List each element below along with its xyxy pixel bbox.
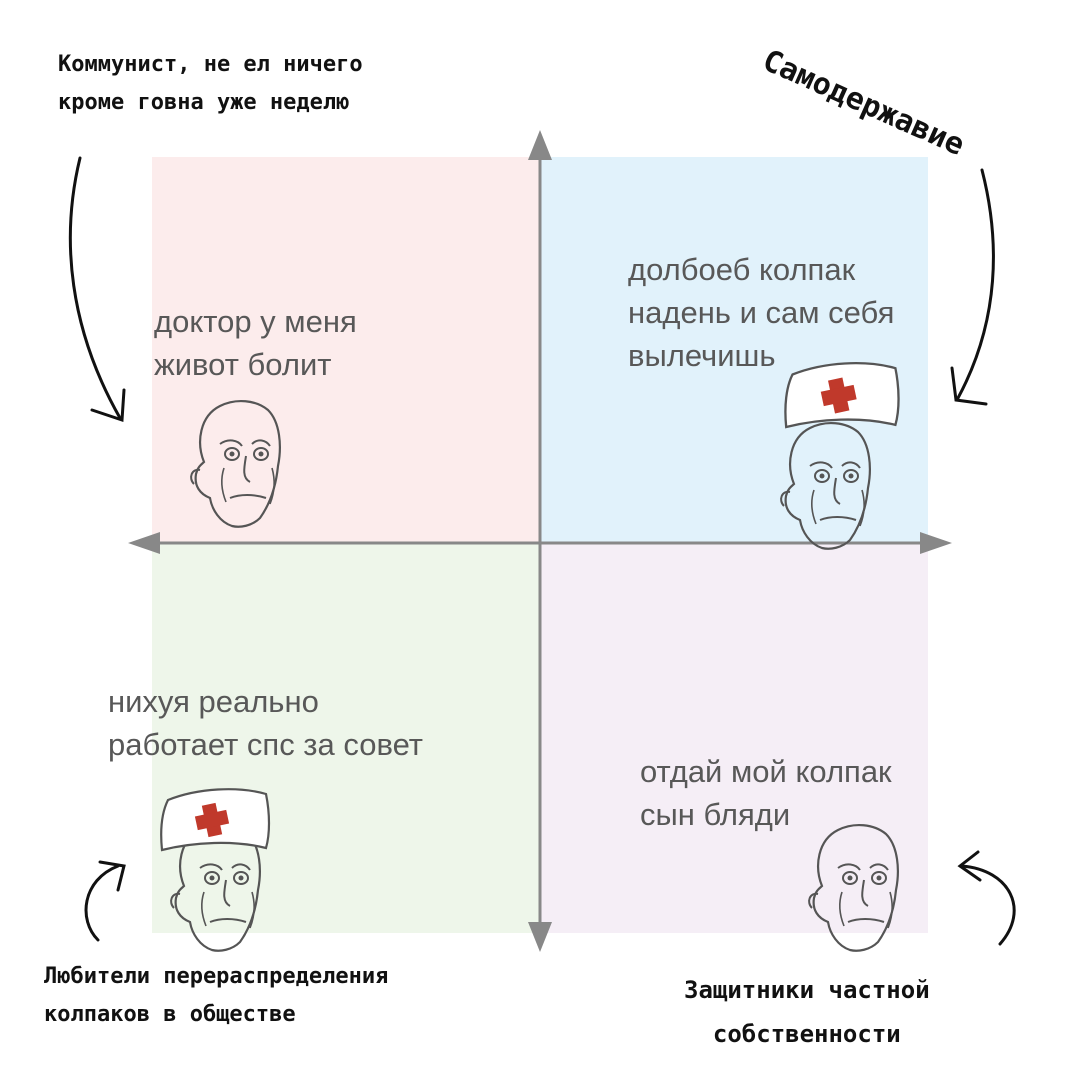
wojak-face-icon bbox=[190, 399, 281, 528]
quote-line: сын бляди bbox=[640, 797, 791, 832]
annotation-line: Любители перераспределения bbox=[44, 964, 389, 989]
annotation-bottom-left: Любители перераспределения колпаков в об… bbox=[44, 958, 388, 1034]
quadrant-text-top-right: долбоеб колпак надень и сам себя вылечиш… bbox=[628, 248, 894, 377]
hand-drawn-arrow-icon bbox=[950, 168, 995, 406]
edge-crop bbox=[100, 660, 152, 770]
quadrant-text-bottom-right: отдай мой колпак сын бляди bbox=[640, 750, 892, 836]
quote-line: отдай мой колпак bbox=[640, 754, 892, 789]
quote-line: работает спс за совет bbox=[108, 727, 423, 762]
quote-line: доктор у меня bbox=[154, 304, 357, 339]
annotation-line: собственности bbox=[712, 1020, 901, 1048]
quadrant-text-top-left: доктор у меня живот болит bbox=[154, 300, 357, 386]
annotation-bottom-right: Защитники частной собственности bbox=[684, 968, 930, 1056]
quote-line: вылечишь bbox=[628, 338, 776, 373]
annotation-line: Защитники частной bbox=[684, 976, 930, 1004]
wojak-face-icon bbox=[780, 421, 871, 550]
quadrant-text-bottom-left: нихуя реально работает спс за совет bbox=[108, 680, 423, 766]
quadrant-top-left bbox=[152, 157, 540, 543]
annotation-line: колпаков в обществе bbox=[44, 1002, 296, 1027]
quote-line: долбоеб колпак bbox=[628, 252, 856, 287]
hand-drawn-arrow-icon bbox=[957, 850, 1016, 946]
doctor-cap-icon bbox=[160, 788, 271, 852]
wojak-face-icon bbox=[808, 823, 899, 952]
quote-line: нихуя реально bbox=[108, 684, 319, 719]
hand-drawn-arrow-icon bbox=[68, 156, 126, 423]
hand-drawn-arrow-icon bbox=[84, 860, 126, 942]
annotation-line: кроме говна уже неделю bbox=[58, 90, 350, 115]
annotation-line: Коммунист, не ел ничего bbox=[58, 52, 363, 77]
quote-line: живот болит bbox=[154, 347, 332, 382]
annotation-top-left: Коммунист, не ел ничего кроме говна уже … bbox=[58, 46, 363, 122]
quadrant-bottom-left bbox=[152, 543, 540, 933]
quote-line: надень и сам себя bbox=[628, 295, 895, 330]
quadrant-top-right bbox=[540, 157, 928, 543]
quadrant-bottom-right bbox=[540, 543, 928, 933]
axis-lines bbox=[128, 130, 952, 952]
